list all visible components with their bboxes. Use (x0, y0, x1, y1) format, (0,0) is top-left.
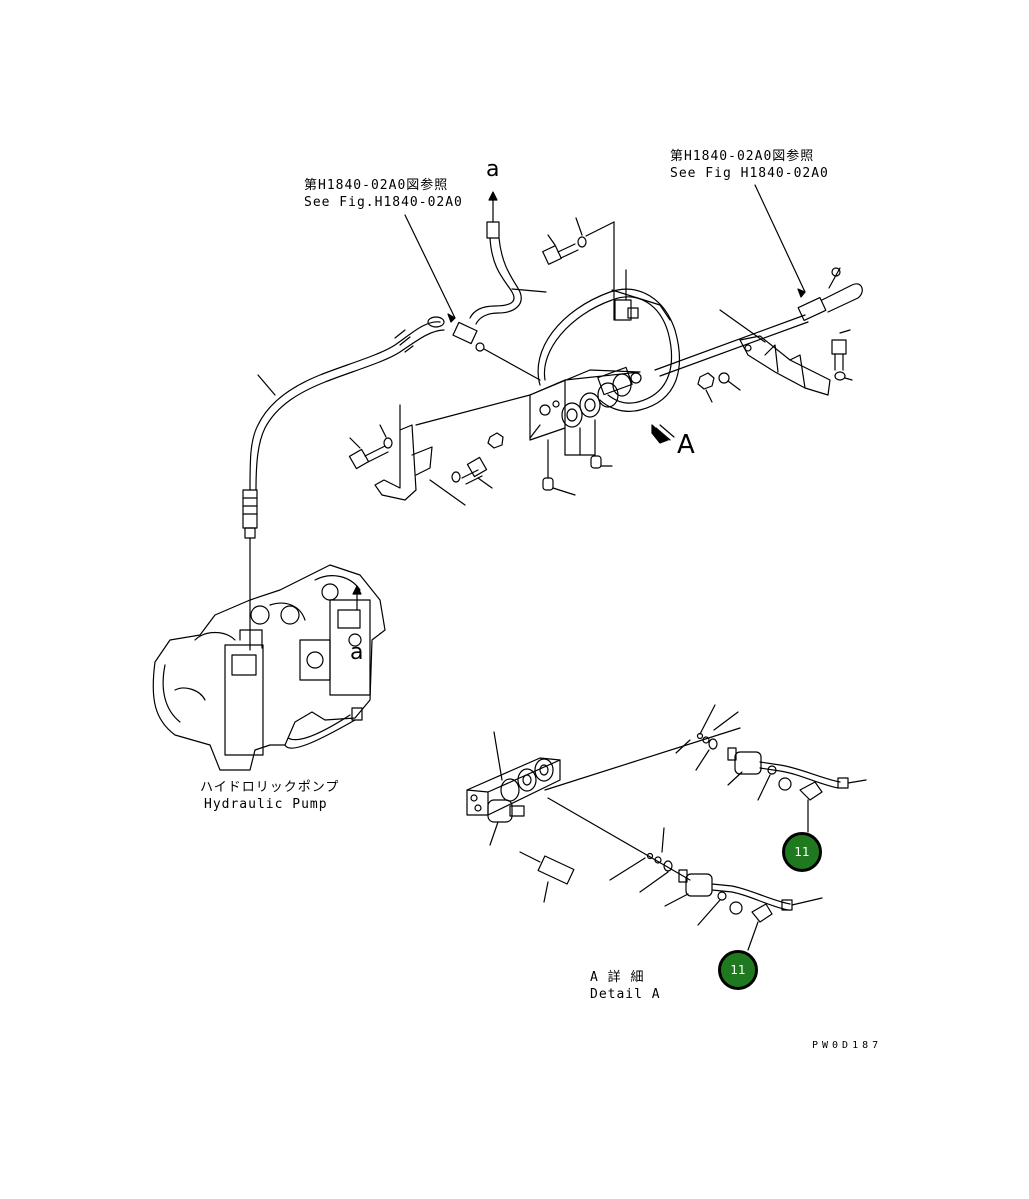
bolt-4 (831, 329, 851, 371)
bolt-2 (542, 234, 579, 265)
hose-to-pump (242, 316, 445, 651)
hydraulic-pump-drawing (152, 564, 386, 771)
marker-a-top: a (486, 157, 500, 182)
pipe-right (654, 267, 863, 377)
washer-2 (575, 217, 587, 248)
view-arrow-A (651, 424, 675, 444)
ref-label-right-ja: 第H1840-02A0図参照 (670, 149, 815, 164)
detail-solenoid-lower (609, 827, 823, 951)
bolt-1 (348, 437, 389, 470)
hose-upper (469, 221, 547, 325)
bracket-left (374, 394, 531, 506)
ref-arrow-right (797, 288, 806, 298)
washer-5 (718, 372, 741, 391)
bracket-right (719, 309, 831, 396)
solenoid-valve-block (529, 366, 642, 479)
cap-1 (542, 477, 576, 496)
nut-1 (697, 372, 715, 403)
pump-label-ja: ハイドロリックポンプ (200, 780, 340, 795)
nut-2 (487, 432, 504, 449)
fitting-center (452, 321, 541, 381)
a-arrow-head (488, 191, 498, 201)
cap-2 (590, 455, 613, 469)
pump-label-en: Hydraulic Pump (204, 797, 328, 812)
callout-11-lower[interactable]: 11 (718, 950, 758, 990)
detail-solenoid-upper (675, 704, 867, 833)
callout-11-upper[interactable]: 11 (782, 832, 822, 872)
ref-leader-right (754, 184, 806, 293)
detail-label-ja: A 詳 細 (590, 970, 645, 985)
ref-arrow-left (447, 313, 456, 323)
ref-label-left-ja: 第H1840-02A0図参照 (304, 178, 449, 193)
drawing-code: PW0D187 (812, 1040, 883, 1051)
washer-3 (451, 471, 461, 483)
loop-hoses (537, 269, 681, 412)
washer-1 (379, 424, 393, 449)
washer-4 (834, 371, 853, 381)
ref-label-left-en: See Fig.H1840-02A0 (304, 195, 463, 210)
detail-valve-block (466, 731, 561, 846)
leader-washer2 (585, 221, 615, 237)
detail-fitting-lower (519, 851, 575, 903)
detail-line-lower (547, 797, 691, 881)
bolt-3 (461, 456, 493, 489)
detail-label-en: Detail A (590, 987, 661, 1002)
ref-label-right-en: See Fig H1840-02A0 (670, 166, 829, 181)
detail-line-upper (544, 727, 741, 791)
marker-a-pump: a (350, 640, 364, 665)
ref-leader-left (404, 214, 456, 319)
marker-view-A: A (677, 430, 695, 460)
